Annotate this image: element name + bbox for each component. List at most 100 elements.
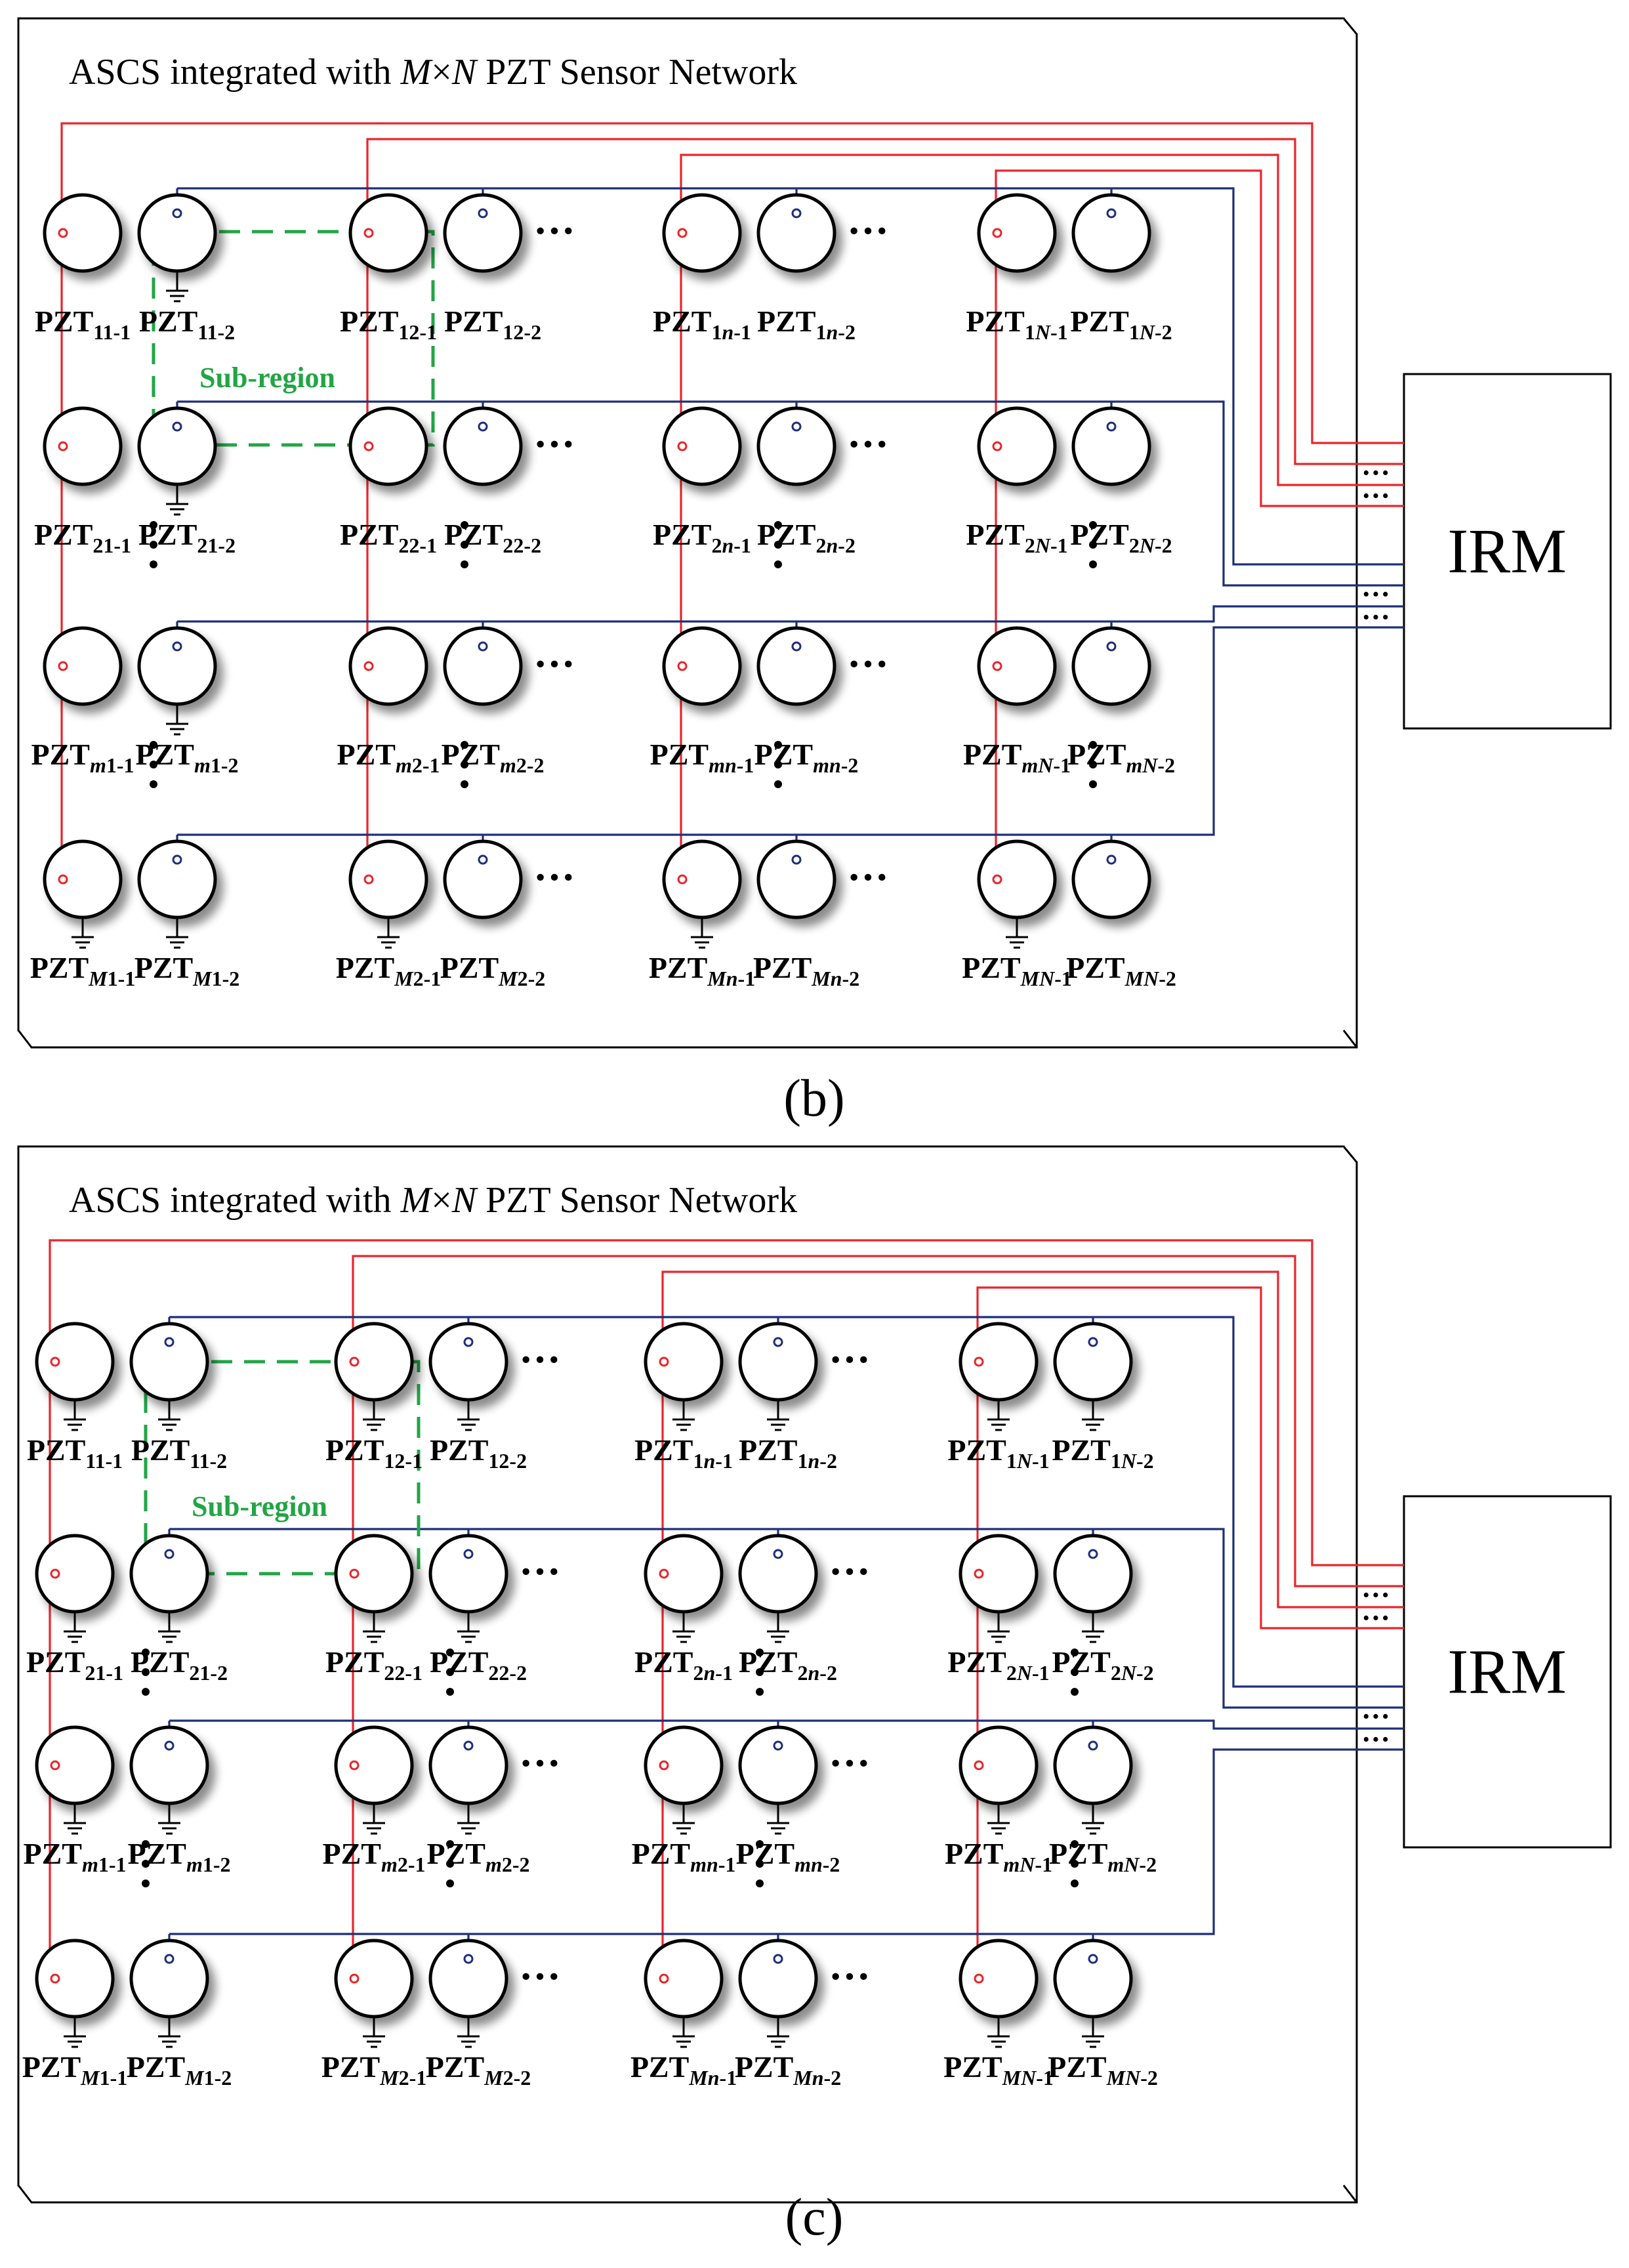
sensor-r2c3-2	[756, 406, 836, 486]
label-row-index: 2	[93, 534, 103, 557]
label-row-index: 1	[816, 320, 827, 344]
label-prefix: PZT	[321, 2050, 380, 2084]
sensor-label-r3c4-2: PZTmN-2	[1049, 1837, 1157, 1876]
sensor-label-r4c2-2: PZTM2-2	[440, 951, 546, 990]
label-col-index: 1	[95, 1661, 106, 1685]
ground-symbol	[1082, 1822, 1104, 1835]
label-col-index: 1	[207, 320, 218, 344]
label-prefix: PZT	[134, 951, 193, 984]
sensing-wire-row1	[169, 1316, 1404, 1688]
label-prefix: PZT	[632, 1837, 690, 1870]
label-prefix: PZT	[325, 1645, 384, 1679]
sensor-r2c3-2	[738, 1534, 818, 1614]
sensor-label-r3c1-2: PZTm1-2	[127, 1837, 230, 1876]
label-row-index: 2	[197, 534, 207, 557]
label-col-index: N	[1016, 1449, 1033, 1473]
label-col-index: N	[1123, 1853, 1140, 1876]
label-row-index: M	[793, 2066, 813, 2090]
label-row-index: 2	[488, 1661, 499, 1685]
label-col-index: n	[704, 1661, 716, 1685]
label-col-index: n	[812, 2066, 824, 2090]
excitation-terminal	[58, 441, 68, 452]
excitation-terminal	[992, 228, 1002, 238]
sensor-label-r1c3-2: PZT1n-2	[739, 1433, 837, 1473]
sensor-r1c2-1	[334, 1322, 414, 1402]
ground-symbol	[1082, 2035, 1104, 2048]
title-var-m: M	[400, 52, 434, 93]
sensor-label-r4c4-1: PZTMN-1	[962, 951, 1072, 990]
label-col-index: 1	[95, 1449, 106, 1473]
sensing-terminal	[463, 1954, 474, 1964]
label-suffix: -1	[738, 967, 756, 990]
sensor-r2c2-2	[428, 1534, 508, 1614]
sensor-label-r2c2-2: PZT22-2	[444, 518, 541, 557]
ground-symbol	[158, 1630, 180, 1643]
label-suffix: -2	[210, 1661, 228, 1685]
label-col-index: N	[1139, 320, 1156, 344]
excitation-terminal	[659, 1356, 669, 1367]
column-ellipsis: ···	[847, 854, 889, 900]
row-ellipsis-dot	[461, 541, 468, 549]
label-row-index: M	[80, 2066, 100, 2090]
label-row-index: M	[1020, 967, 1041, 990]
label-col-index: 1	[103, 320, 113, 344]
label-col-index: n	[811, 1853, 823, 1876]
sensor-label-r4c4-1: PZTMN-1	[943, 2050, 1054, 2090]
sensor-label-r2c3-1: PZT2n-1	[634, 1645, 733, 1685]
sensing-terminal	[773, 1549, 783, 1559]
label-suffix: -1	[1053, 753, 1071, 777]
sensor-r1c3-1	[644, 1322, 724, 1402]
label-col-index: 2	[412, 753, 423, 777]
row-ellipsis-dot	[1071, 1840, 1079, 1848]
sensing-terminal	[1088, 1954, 1098, 1964]
sensor-label-r2c4-2: PZT2N-2	[1052, 1645, 1153, 1685]
sensing-terminal	[478, 421, 488, 432]
sensor-r4c4-1	[959, 1939, 1039, 2019]
column-ellipsis: ···	[533, 207, 575, 254]
excitation-wire-col3	[680, 154, 1404, 879]
label-prefix: PZT	[426, 1837, 485, 1870]
excitation-wire-col3	[661, 1270, 1404, 1979]
row-ellipsis-dot	[142, 1688, 150, 1696]
ground-symbol	[767, 1418, 789, 1431]
label-suffix: -2	[1139, 1853, 1157, 1876]
excitation-terminal	[50, 1760, 60, 1771]
label-row-index: M	[688, 2066, 709, 2090]
ground-symbol	[672, 2035, 695, 2048]
label-col-index: N	[1142, 753, 1159, 777]
row-ellipsis-dot	[150, 560, 157, 568]
sensing-terminal	[164, 1954, 175, 1964]
sensor-r4c4-2	[1071, 839, 1151, 919]
sensing-terminal	[1088, 1549, 1098, 1559]
label-col-index: 2	[502, 1853, 512, 1876]
label-row-index: M	[811, 967, 831, 990]
sensor-label-r2c2-2: PZT22-2	[430, 1645, 527, 1685]
sensor-r2c4-1	[977, 406, 1057, 486]
label-suffix: -2	[819, 1449, 837, 1473]
excitation-terminal	[363, 441, 374, 452]
label-prefix: PZT	[440, 951, 499, 984]
sensor-label-r1c1-1: PZT11-1	[27, 1433, 123, 1473]
row-ellipsis-dot	[461, 560, 468, 568]
sensor-r4c4-2	[1053, 1939, 1133, 2019]
panel-title: ASCS integrated with M×N PZT Sensor Netw…	[69, 52, 797, 93]
label-suffix: -2	[842, 967, 860, 990]
row-ellipsis-dot	[446, 1668, 454, 1676]
label-prefix: PZT	[736, 1837, 794, 1870]
excitation-terminal	[974, 1760, 984, 1771]
label-suffix: -1	[720, 2066, 737, 2090]
excitation-wire-col4	[995, 169, 1404, 879]
ground-symbol	[158, 1822, 180, 1835]
sensing-wire-row2	[169, 1528, 1404, 1709]
sensing-terminal	[1088, 1337, 1098, 1347]
label-suffix: -1	[113, 534, 131, 557]
label-row-index: 1	[1025, 320, 1035, 344]
ground-symbol	[767, 1822, 789, 1835]
label-col-index: n	[808, 1661, 820, 1685]
sensor-label-r4c1-1: PZTM1-1	[22, 2050, 128, 2090]
sensing-wire-row3	[169, 1719, 1404, 1730]
row-ellipsis-dot	[756, 1648, 764, 1656]
ground-symbol	[767, 1630, 789, 1643]
label-row-index: 1	[693, 1449, 704, 1473]
excitation-terminal	[58, 228, 68, 238]
